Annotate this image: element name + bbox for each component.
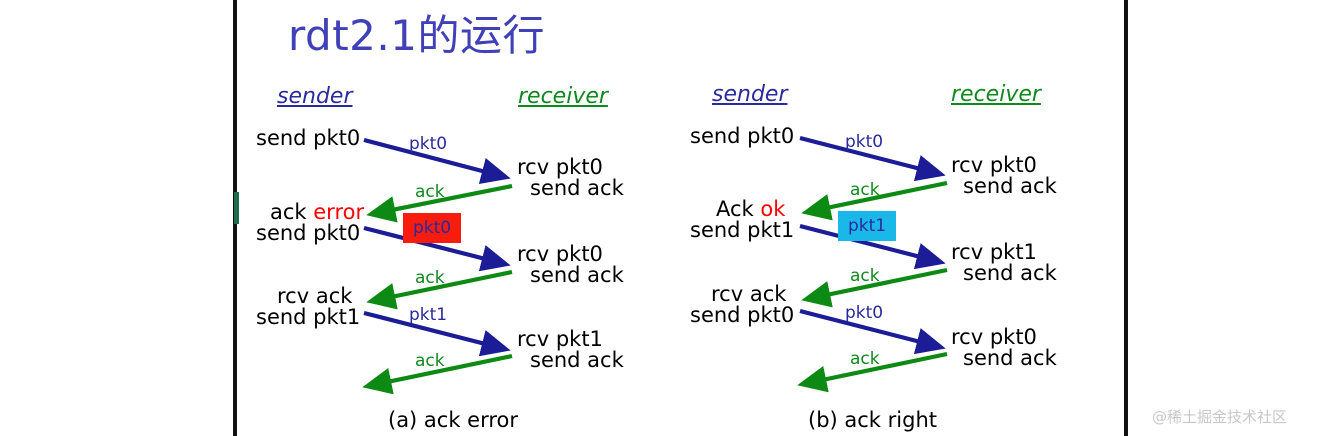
right-diagram-arrows xyxy=(797,135,948,393)
green-edge-marker xyxy=(234,192,239,224)
left-receiver-event-send-ack-3: send ack xyxy=(530,348,624,372)
left-receiver-event-send-ack-2: send ack xyxy=(530,263,624,287)
right-msg-box-pkt1-ok: pkt1 xyxy=(838,211,896,241)
right-sender-event-rcv-ack: rcv ack xyxy=(711,282,787,306)
right-msg-label-ack-1: ack xyxy=(850,180,880,200)
title-latin-part: rdt2.1 xyxy=(288,11,418,60)
left-sender-role-label: sender xyxy=(277,84,353,109)
right-sender-event-ack-ok: Ack ok xyxy=(716,197,786,221)
left-sender-event-rcv-ack: rcv ack xyxy=(277,284,353,308)
right-msg-label-ack-2: ack xyxy=(850,266,880,286)
left-msg-label-pkt1: pkt1 xyxy=(409,305,448,325)
right-receiver-event-send-ack-2: send ack xyxy=(963,261,1057,285)
right-receiver-role-label: receiver xyxy=(951,82,1041,107)
left-sender-event-send-pkt0-1: send pkt0 xyxy=(256,126,361,150)
right-sender-event-send-pkt1: send pkt1 xyxy=(690,218,795,242)
right-msg-label-pkt0-2: pkt0 xyxy=(845,303,884,323)
left-sender-event-send-pkt1: send pkt1 xyxy=(256,305,361,329)
right-receiver-event-rcv-pkt1: rcv pkt1 xyxy=(951,240,1037,264)
watermark: @稀土掘金技术社区 xyxy=(1152,408,1288,426)
left-receiver-event-rcv-pkt0-2: rcv pkt0 xyxy=(517,242,603,266)
left-msg-box-pkt0-corrupt: pkt0 xyxy=(403,213,461,243)
left-diagram-arrows xyxy=(362,137,513,395)
left-receiver-event-rcv-pkt1: rcv pkt1 xyxy=(517,327,603,351)
right-ack-word: Ack xyxy=(716,197,761,221)
left-msg-label-ack-2: ack xyxy=(415,268,445,288)
left-receiver-role-label: receiver xyxy=(518,84,608,109)
left-msg-label-ack-3: ack xyxy=(415,351,445,371)
right-sender-event-send-pkt0-2: send pkt0 xyxy=(690,303,795,327)
right-ok-word: ok xyxy=(760,197,786,221)
left-receiver-event-send-ack-1: send ack xyxy=(530,176,624,200)
slide-right-border xyxy=(1124,0,1128,436)
right-sender-role-label: sender xyxy=(712,82,788,107)
left-ack-word: ack xyxy=(270,200,314,224)
left-msg-label-pkt0-1: pkt0 xyxy=(409,134,448,154)
left-sender-event-ack-error: ack error xyxy=(270,200,365,224)
page-title: rdt2.1的运行 xyxy=(288,2,545,63)
right-msg-label-ack-3: ack xyxy=(850,349,880,369)
right-msg-label-pkt0-1: pkt0 xyxy=(845,132,884,152)
title-han-part: 的运行 xyxy=(417,11,545,60)
left-sender-event-send-pkt0-2: send pkt0 xyxy=(256,221,361,245)
left-error-word: error xyxy=(313,200,365,224)
right-receiver-event-rcv-pkt0-1: rcv pkt0 xyxy=(951,153,1037,177)
left-diagram-caption: (a) ack error xyxy=(388,408,519,432)
left-receiver-event-rcv-pkt0-1: rcv pkt0 xyxy=(517,155,603,179)
right-receiver-event-rcv-pkt0-2: rcv pkt0 xyxy=(951,325,1037,349)
right-sender-event-send-pkt0: send pkt0 xyxy=(690,124,795,148)
right-receiver-event-send-ack-3: send ack xyxy=(963,346,1057,370)
right-diagram-caption: (b) ack right xyxy=(808,408,937,432)
left-msg-label-ack-1: ack xyxy=(415,182,445,202)
right-receiver-event-send-ack-1: send ack xyxy=(963,174,1057,198)
